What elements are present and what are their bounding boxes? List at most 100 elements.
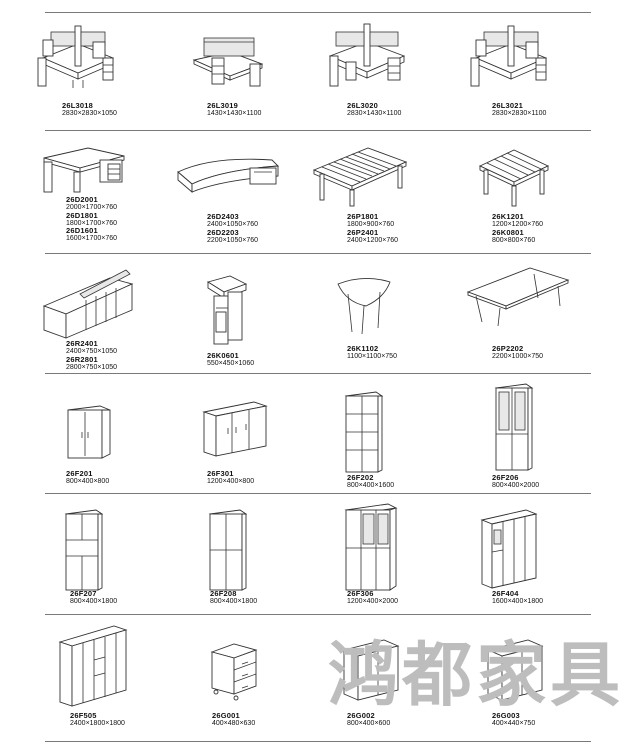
product-caption: 26F404 1600×400×1800 — [492, 589, 543, 606]
product-caption: 26G002 800×400×600 — [347, 711, 391, 728]
product-code: 26D2203 — [207, 227, 239, 237]
product-dimensions: 2000×1700×760 — [66, 204, 117, 212]
row-divider — [45, 253, 591, 254]
triple-glass-cabinet-icon — [342, 502, 400, 594]
product-code: 26L3019 — [207, 101, 239, 110]
l-desk-cluster-icon — [466, 18, 556, 90]
product-dimensions: 1600×400×1800 — [492, 598, 543, 606]
product-dimensions: 2400×750×1050 — [66, 348, 117, 356]
product-caption: 26F202 800×400×1600 — [347, 473, 395, 490]
product-dimensions: 800×400×600 — [347, 720, 391, 728]
tall-glass-cabinet-icon — [492, 382, 536, 472]
product-caption: 26F201 800×400×800 — [66, 469, 110, 486]
product-dimensions: 800×400×800 — [66, 478, 110, 486]
product-caption: 26F505 2400×1800×1800 — [70, 711, 125, 728]
product-code: 26P2401 — [347, 227, 379, 237]
row-divider — [45, 741, 591, 742]
product-dimensions: 1100×1100×750 — [347, 353, 397, 361]
product-caption: 26F206 800×400×2000 — [492, 473, 540, 490]
product-caption: 26L3018 2830×2830×1050 — [62, 101, 117, 118]
side-cabinet-icon — [340, 636, 404, 706]
product-caption: 26G001 400×480×630 — [212, 711, 256, 728]
product-dimensions: 1200×400×2000 — [347, 598, 398, 606]
product-code: 26L3020 — [347, 101, 379, 110]
row-divider — [45, 130, 591, 131]
product-dimensions: 2830×1430×1100 — [347, 110, 402, 118]
product-code: 26R2801 — [66, 354, 98, 364]
product-caption: 26P2202 2200×1000×750 — [492, 344, 543, 361]
reception-desk-icon — [40, 260, 140, 340]
product-dimensions: 400×480×630 — [212, 720, 256, 728]
product-caption: 26D2001 2000×1700×760 26D1801 1800×1700×… — [66, 195, 117, 243]
product-dimensions: 2200×1000×750 — [492, 353, 543, 361]
row-divider — [45, 373, 591, 374]
product-dimensions: 2400×1800×1800 — [70, 720, 125, 728]
product-code: 26R2401 — [66, 339, 98, 348]
brand-watermark: 鸿都家具 — [328, 633, 624, 716]
product-caption: 26D2403 2400×1050×760 26D2203 2200×1050×… — [207, 212, 258, 244]
product-caption: 26K1201 1200×1200×760 26K0801 800×800×76… — [492, 212, 543, 244]
product-caption: 26G003 400×440×750 — [492, 711, 536, 728]
product-code: 26G003 — [492, 711, 520, 720]
triangle-table-icon — [334, 272, 394, 338]
product-code: 26L3018 — [62, 101, 94, 110]
row-divider — [45, 614, 591, 615]
glass-bookcase-icon — [342, 390, 386, 476]
product-code: 26D1601 — [66, 226, 98, 236]
wide-cabinet-icon — [200, 398, 270, 462]
product-dimensions: 1430×1430×1100 — [207, 110, 262, 118]
product-code: 26F208 — [210, 589, 237, 598]
product-dimensions: 2800×750×1050 — [66, 363, 117, 371]
product-caption: 26F306 1200×400×2000 — [347, 589, 398, 606]
product-code: 26F301 — [207, 469, 234, 478]
product-dimensions: 400×440×750 — [492, 720, 536, 728]
product-caption: 26L3020 2830×1430×1100 — [347, 101, 402, 118]
product-code: 26L3021 — [492, 101, 524, 110]
product-code: 26K1102 — [347, 344, 379, 353]
product-dimensions: 800×400×1600 — [347, 482, 395, 490]
product-code: 26D1801 — [66, 210, 98, 220]
product-code: 26P1801 — [347, 212, 379, 221]
product-dimensions: 1800×1700×760 — [66, 219, 117, 227]
product-dimensions: 800×400×1800 — [70, 598, 118, 606]
product-dimensions: 2830×2830×1100 — [492, 110, 547, 118]
side-cabinet-small-icon — [484, 636, 548, 706]
product-code: 26K0801 — [492, 227, 524, 237]
product-code: 26P2202 — [492, 344, 524, 353]
product-dimensions: 800×400×2000 — [492, 482, 540, 490]
tall-cabinet-open-icon — [62, 508, 106, 594]
lectern-icon — [202, 272, 252, 348]
product-dimensions: 2200×1050×760 — [207, 236, 258, 244]
product-caption: 26K1102 1100×1100×750 — [347, 344, 397, 361]
product-code: 26F202 — [347, 473, 374, 482]
product-caption: 26R2401 2400×750×1050 26R2801 2800×750×1… — [66, 339, 117, 371]
product-code: 26K0601 — [207, 351, 239, 360]
product-dimensions: 2830×2830×1050 — [62, 110, 117, 118]
mobile-pedestal-icon — [208, 640, 260, 701]
low-cabinet-icon — [64, 402, 114, 462]
l-desk-icon — [190, 32, 270, 92]
product-dimensions: 2400×1200×760 — [347, 236, 398, 244]
product-code: 26G001 — [212, 711, 240, 720]
five-door-cabinet-icon — [56, 624, 132, 708]
square-table-icon — [476, 140, 552, 210]
product-code: 26D2001 — [66, 195, 98, 204]
product-code: 26G002 — [347, 711, 375, 720]
product-caption: 26L3021 2830×2830×1100 — [492, 101, 547, 118]
product-dimensions: 800×400×1800 — [210, 598, 258, 606]
executive-desk-curved-icon — [172, 150, 282, 200]
product-caption: 26F301 1200×400×800 — [207, 469, 254, 486]
product-code: 26D2403 — [207, 212, 239, 221]
product-code: 26F207 — [70, 589, 97, 598]
product-dimensions: 550×450×1060 — [207, 360, 255, 368]
product-caption: 26P1801 1800×900×760 26P2401 2400×1200×7… — [347, 212, 398, 244]
executive-desk-icon — [38, 140, 128, 196]
product-code: 26K1201 — [492, 212, 524, 221]
l-desk-pair-icon — [322, 18, 412, 90]
product-caption: 26F208 800×400×1800 — [210, 589, 258, 606]
tall-cabinet-icon — [206, 508, 250, 594]
product-dimensions: 1600×1700×760 — [66, 235, 117, 243]
product-dimensions: 800×800×760 — [492, 236, 536, 244]
product-code: 26F404 — [492, 589, 519, 598]
meeting-table-icon — [310, 140, 410, 210]
